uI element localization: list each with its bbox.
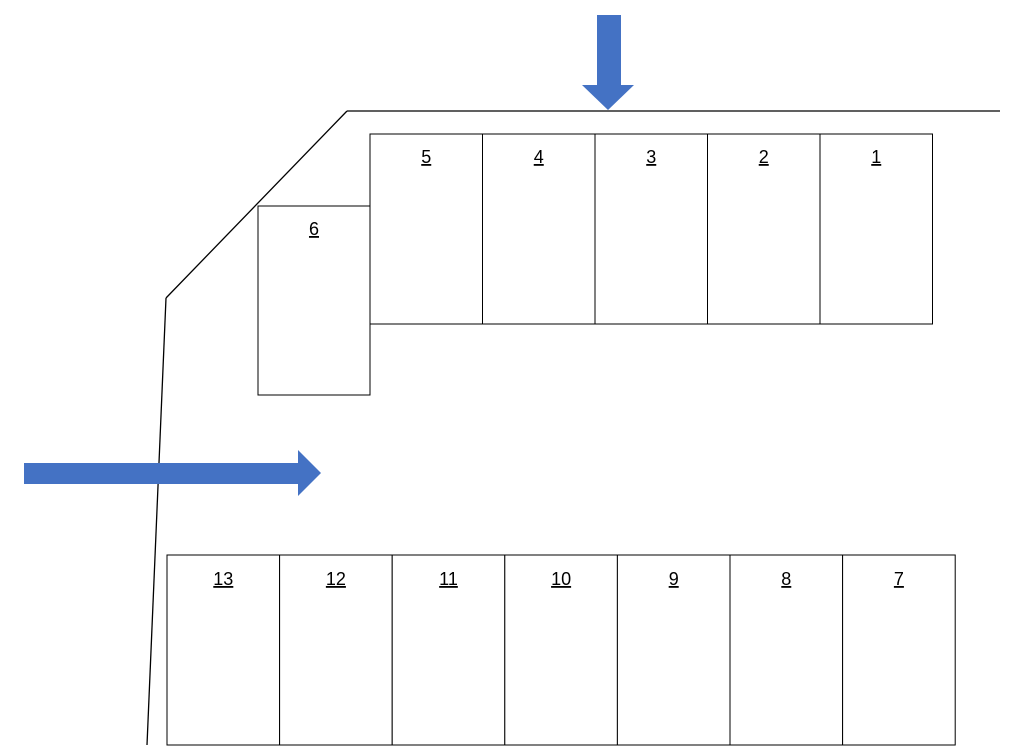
parking-space-10: 10: [504, 554, 618, 746]
parking-space-3-label: 3: [646, 147, 656, 167]
parking-space-4-box: [482, 133, 596, 325]
parking-space-9-label: 9: [669, 569, 679, 589]
entry-arrow-top: [582, 15, 634, 110]
parking-space-9-box: [616, 554, 731, 746]
parking-space-3: 3: [594, 133, 708, 325]
parking-space-7-box: [842, 554, 956, 746]
parking-space-12: 12: [279, 554, 393, 746]
parking-space-11-label: 11: [439, 569, 458, 589]
parking-space-2: 2: [707, 133, 821, 325]
parking-space-11-box: [391, 554, 506, 746]
parking-space-13: 13: [166, 554, 281, 746]
parking-space-5-box: [369, 133, 483, 325]
parking-space-10-label: 10: [551, 569, 571, 589]
parking-space-8-box: [729, 554, 844, 746]
parking-space-10-box: [504, 554, 618, 746]
parking-space-8-label: 8: [781, 569, 791, 589]
diagonal-boundary-line: [165, 110, 348, 299]
parking-space-6: 6: [257, 205, 371, 396]
parking-space-1: 1: [819, 133, 933, 325]
entry-arrow-left: [24, 450, 321, 496]
parking-space-1-box: [819, 133, 933, 325]
parking-space-7: 7: [842, 554, 956, 746]
parking-space-4-label: 4: [534, 147, 544, 167]
top-row-spaces: 5 4 3 2 1: [369, 133, 933, 325]
parking-space-5-label: 5: [421, 147, 431, 167]
parking-space-13-label: 13: [213, 569, 233, 589]
left-boundary-line: [146, 297, 167, 746]
parking-space-11: 11: [391, 554, 506, 746]
parking-space-1-label: 1: [871, 147, 881, 167]
parking-space-12-box: [279, 554, 393, 746]
parking-space-7-label: 7: [894, 569, 904, 589]
parking-space-5: 5: [369, 133, 483, 325]
bottom-row-spaces: 13 12 11 10 9 8 7: [166, 554, 956, 746]
parking-space-2-label: 2: [759, 147, 769, 167]
parking-space-13-box: [166, 554, 281, 746]
parking-space-3-box: [594, 133, 708, 325]
parking-space-6-label: 6: [309, 219, 319, 239]
parking-space-12-label: 12: [326, 569, 346, 589]
parking-space-6-box: [257, 205, 371, 396]
parking-space-9: 9: [616, 554, 731, 746]
parking-space-4: 4: [482, 133, 596, 325]
parking-space-8: 8: [729, 554, 844, 746]
